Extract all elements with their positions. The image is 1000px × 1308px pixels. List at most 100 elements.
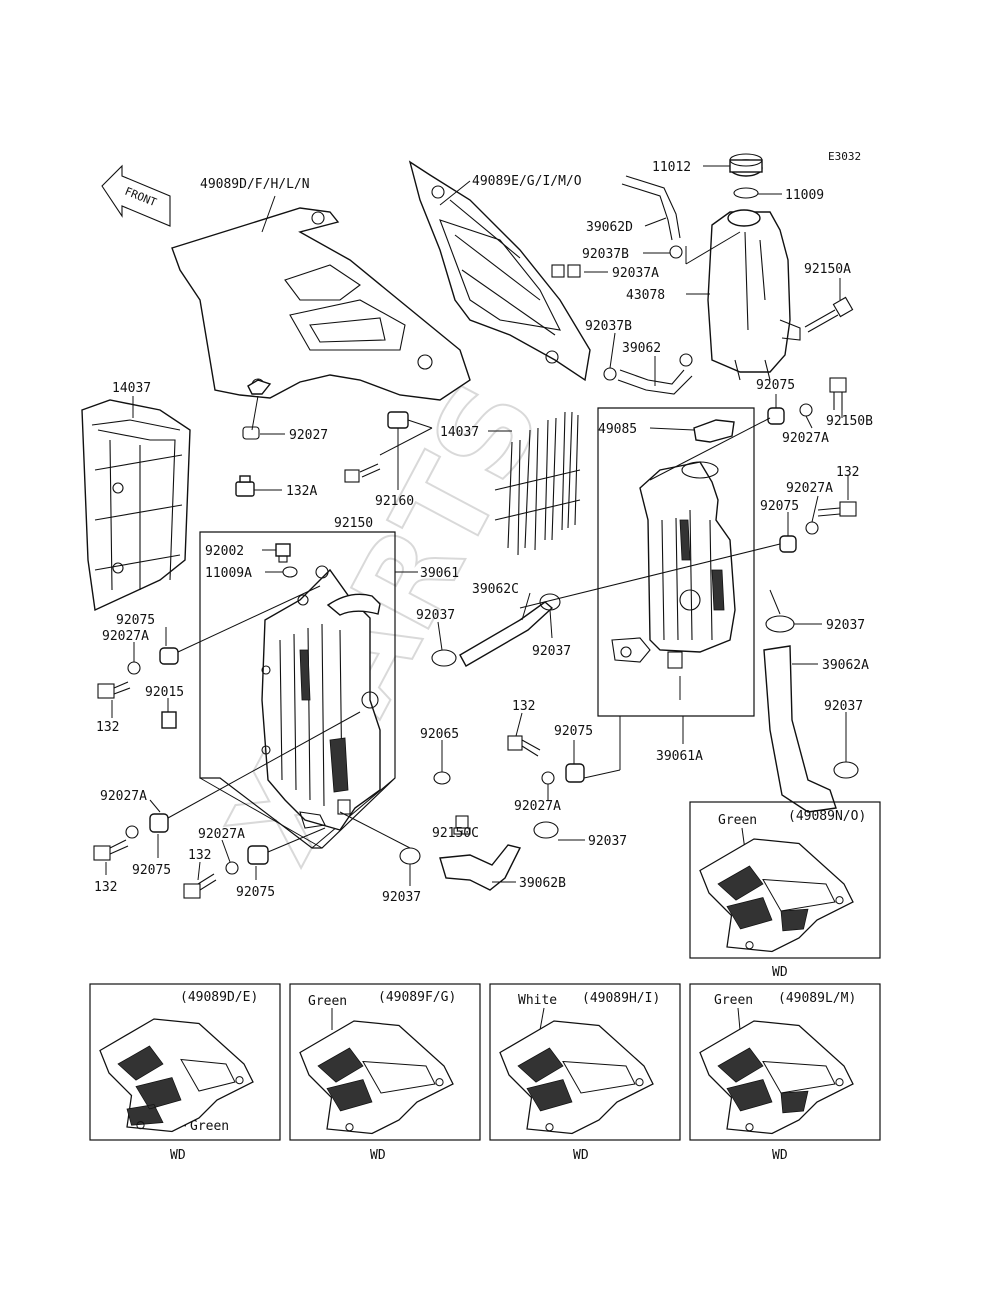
label-clamp-b2: 92037B: [585, 319, 632, 334]
variant-color: White: [518, 993, 557, 1008]
variant-box-no: (49089N/O) Green WD: [689, 801, 881, 980]
label-gasket-009a: 11009A: [205, 566, 252, 581]
variant-region: WD: [573, 1148, 589, 1163]
label-bolt-150: 92150: [334, 516, 373, 531]
variant-code: (49089N/O): [788, 809, 866, 824]
damper-l1-part: [159, 647, 179, 665]
label-clamp-a1: 92037A: [612, 266, 659, 281]
washer-r2-part: [805, 521, 819, 535]
label-bolt-150b: 92150B: [826, 414, 873, 429]
label-cover-85: 49085: [598, 422, 637, 437]
washer-065-part: [433, 771, 451, 785]
clamp-b1-part: [669, 245, 683, 259]
clamp-a1-part: [551, 264, 581, 278]
variant-box-hi: (49089H/I) White WD: [489, 983, 681, 1163]
label-bolt-160: 92160: [375, 494, 414, 509]
label-radiator-right: 39061A: [656, 749, 703, 764]
label-hose-c: 39062C: [472, 582, 519, 597]
figure-code: E3032: [828, 150, 861, 163]
label-washer-065: 92065: [420, 727, 459, 742]
gasket-009a-part: [282, 566, 298, 578]
label-shroud-right: 49089E/G/I/M/O: [472, 174, 582, 189]
label-damper-r2: 92075: [760, 499, 799, 514]
label-damper-l2: 92075: [132, 863, 171, 878]
label-plug-002: 92002: [205, 544, 244, 559]
front-label: FRONT: [123, 185, 159, 210]
variant-box-lm: (49089L/M) Green WD: [689, 983, 881, 1163]
label-grille-left: 14037: [112, 381, 151, 396]
label-washer-r1: 92027A: [782, 431, 829, 446]
shroud-thumbnail-no: [699, 838, 854, 953]
damper-r2-part: [779, 535, 797, 553]
label-bolt-150a: 92150A: [804, 262, 851, 277]
cap-gasket-part: [733, 187, 759, 199]
front-arrow-icon: FRONT: [101, 164, 171, 227]
variant-color: Green: [190, 1119, 229, 1134]
variant-code: (49089L/M): [778, 991, 856, 1006]
grille-left-part: [81, 399, 191, 612]
label-grommet-top: 92027: [289, 428, 328, 443]
radiator-right-part: [611, 461, 736, 669]
radiator-left-frame: [199, 531, 396, 849]
radiator-left-part: [261, 565, 381, 831]
reservoir-tank-part: [707, 209, 801, 381]
variant-region: WD: [370, 1148, 386, 1163]
variant-region: WD: [772, 1148, 788, 1163]
label-bolt-150c: 92150C: [432, 826, 479, 841]
label-bolt-l132: 132: [96, 720, 119, 735]
label-bolt-l132c: 132: [188, 848, 211, 863]
bolt-c132-part: [507, 735, 541, 757]
variant-color: Green: [308, 994, 347, 1009]
label-clamp-c3: 92037: [382, 890, 421, 905]
clamp-r2-part: [833, 761, 859, 779]
radiator-right-frame: [597, 407, 755, 717]
washer-l1-part: [127, 661, 141, 675]
label-radiator-left: 39061: [420, 566, 459, 581]
damper-l2-part: [149, 813, 169, 833]
label-clip-015: 92015: [145, 685, 184, 700]
variant-code: (49089H/I): [582, 991, 660, 1006]
label-damper-c: 92075: [554, 724, 593, 739]
grille-right-part: [494, 411, 581, 556]
cover-85-part: [693, 419, 735, 443]
shroud-right-part: [408, 160, 591, 382]
variant-code: (49089F/G): [378, 990, 456, 1005]
shroud-thumbnail-hi: [499, 1020, 654, 1135]
washer-l3-part: [225, 861, 239, 875]
variant-code: (49089D/E): [180, 990, 258, 1005]
hose-b-part: [439, 844, 522, 891]
washer-c-part: [541, 771, 555, 785]
variant-box-fg: (49089F/G) Green WD: [289, 983, 481, 1163]
variant-box-de: (49089D/E) Green WD: [89, 983, 281, 1163]
shroud-thumbnail-lm: [699, 1020, 854, 1135]
damper-c-part: [565, 763, 585, 783]
plug-002-part: [275, 543, 291, 563]
clamp-l1-part: [431, 649, 457, 667]
clip-015-part: [161, 711, 177, 729]
bolt-l132c-part: [183, 873, 217, 899]
tube-part: [617, 369, 693, 395]
damper-r1-part: [767, 403, 813, 425]
clamp-r1-part: [765, 615, 795, 633]
clamp-c3-part: [399, 847, 421, 865]
clamp-c2-part: [533, 821, 559, 839]
bolt-l132b-part: [93, 839, 129, 861]
variant-color: Green: [714, 993, 753, 1008]
label-hose-b: 39062B: [519, 876, 566, 891]
label-washer-c: 92027A: [514, 799, 561, 814]
label-tube-d: 39062D: [586, 220, 633, 235]
grommet-part: [242, 426, 260, 440]
label-clamp-c: 92037: [532, 644, 571, 659]
label-washer-l3: 92027A: [198, 827, 245, 842]
label-damper-r1: 92075: [756, 378, 795, 393]
label-washer-l2: 92027A: [100, 789, 147, 804]
variant-boxes: (49089D/E) Green WD (49089F/G) Green WD: [89, 801, 881, 1163]
shroud-thumbnail-fg: [299, 1020, 454, 1135]
label-clamp-c2: 92037: [588, 834, 627, 849]
label-tube: 39062: [622, 341, 661, 356]
damper-l3-part: [247, 845, 269, 865]
washer-l2-part: [125, 825, 139, 839]
label-bolt-r132: 132: [836, 465, 859, 480]
label-cap-gasket: 11009: [785, 188, 824, 203]
